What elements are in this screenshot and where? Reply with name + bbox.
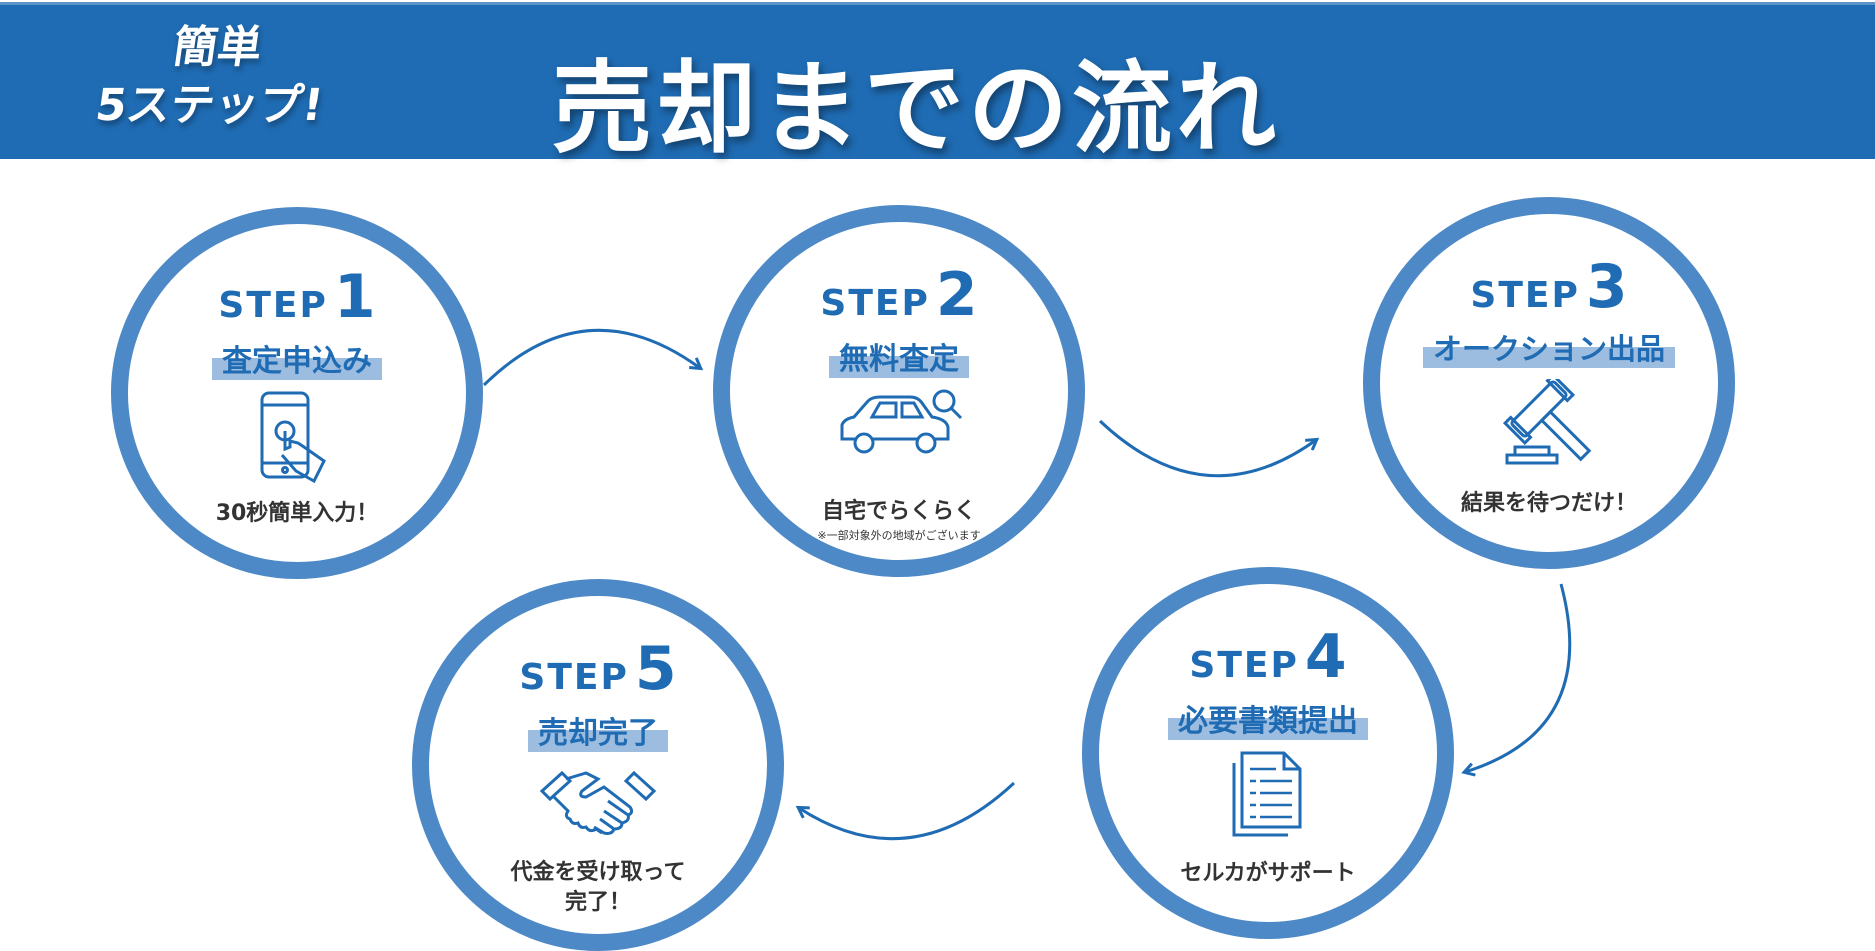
- step-2-label: 無料査定: [829, 334, 969, 378]
- step-number: 1: [333, 262, 376, 332]
- step-word: STEP: [1470, 275, 1580, 316]
- step-number: 3: [1585, 252, 1628, 322]
- step-number: 4: [1304, 622, 1347, 692]
- step-3-caption: 結果を待つだけ！: [1460, 491, 1637, 516]
- gavel-icon: [1499, 372, 1599, 473]
- documents-icon: [1228, 749, 1308, 843]
- step-word: STEP: [519, 657, 629, 698]
- step-4-caption: セルカがサポート: [1180, 861, 1356, 886]
- step-number: 2: [935, 260, 978, 330]
- step-1-label: 査定申込み: [212, 336, 382, 380]
- step-5-caption-line-1: 代金を受け取って: [510, 860, 686, 885]
- arrow-2-to-3: [1098, 419, 1316, 478]
- step-number: 5: [634, 634, 677, 704]
- page-title: 売却までの流れ: [552, 50, 1280, 167]
- step-3-label: オークション出品: [1422, 326, 1676, 368]
- smartphone-tap-icon: [252, 389, 342, 493]
- step-5-label: 売却完了: [528, 708, 668, 752]
- step-4-label: 必要書類提出: [1168, 696, 1368, 740]
- step-5-caption: 代金を受け取って完了！: [429, 858, 767, 918]
- step-1-caption: 30秒簡単入力！: [215, 501, 379, 526]
- arrow-1-to-2: [482, 328, 700, 387]
- arrow-4-to-5: [799, 781, 1016, 841]
- step-2-caption: 自宅でらくらく: [821, 499, 976, 524]
- step-2-note: ※一部対象外の地域がございます: [817, 529, 981, 542]
- step-word: STEP: [820, 283, 930, 324]
- car-search-icon: [834, 387, 964, 471]
- step-5-caption-line-2: 完了！: [564, 890, 631, 915]
- arrow-3-to-4: [1465, 583, 1572, 772]
- step-word: STEP: [218, 285, 328, 326]
- step-word: STEP: [1189, 645, 1299, 686]
- handshake-icon: [538, 761, 658, 845]
